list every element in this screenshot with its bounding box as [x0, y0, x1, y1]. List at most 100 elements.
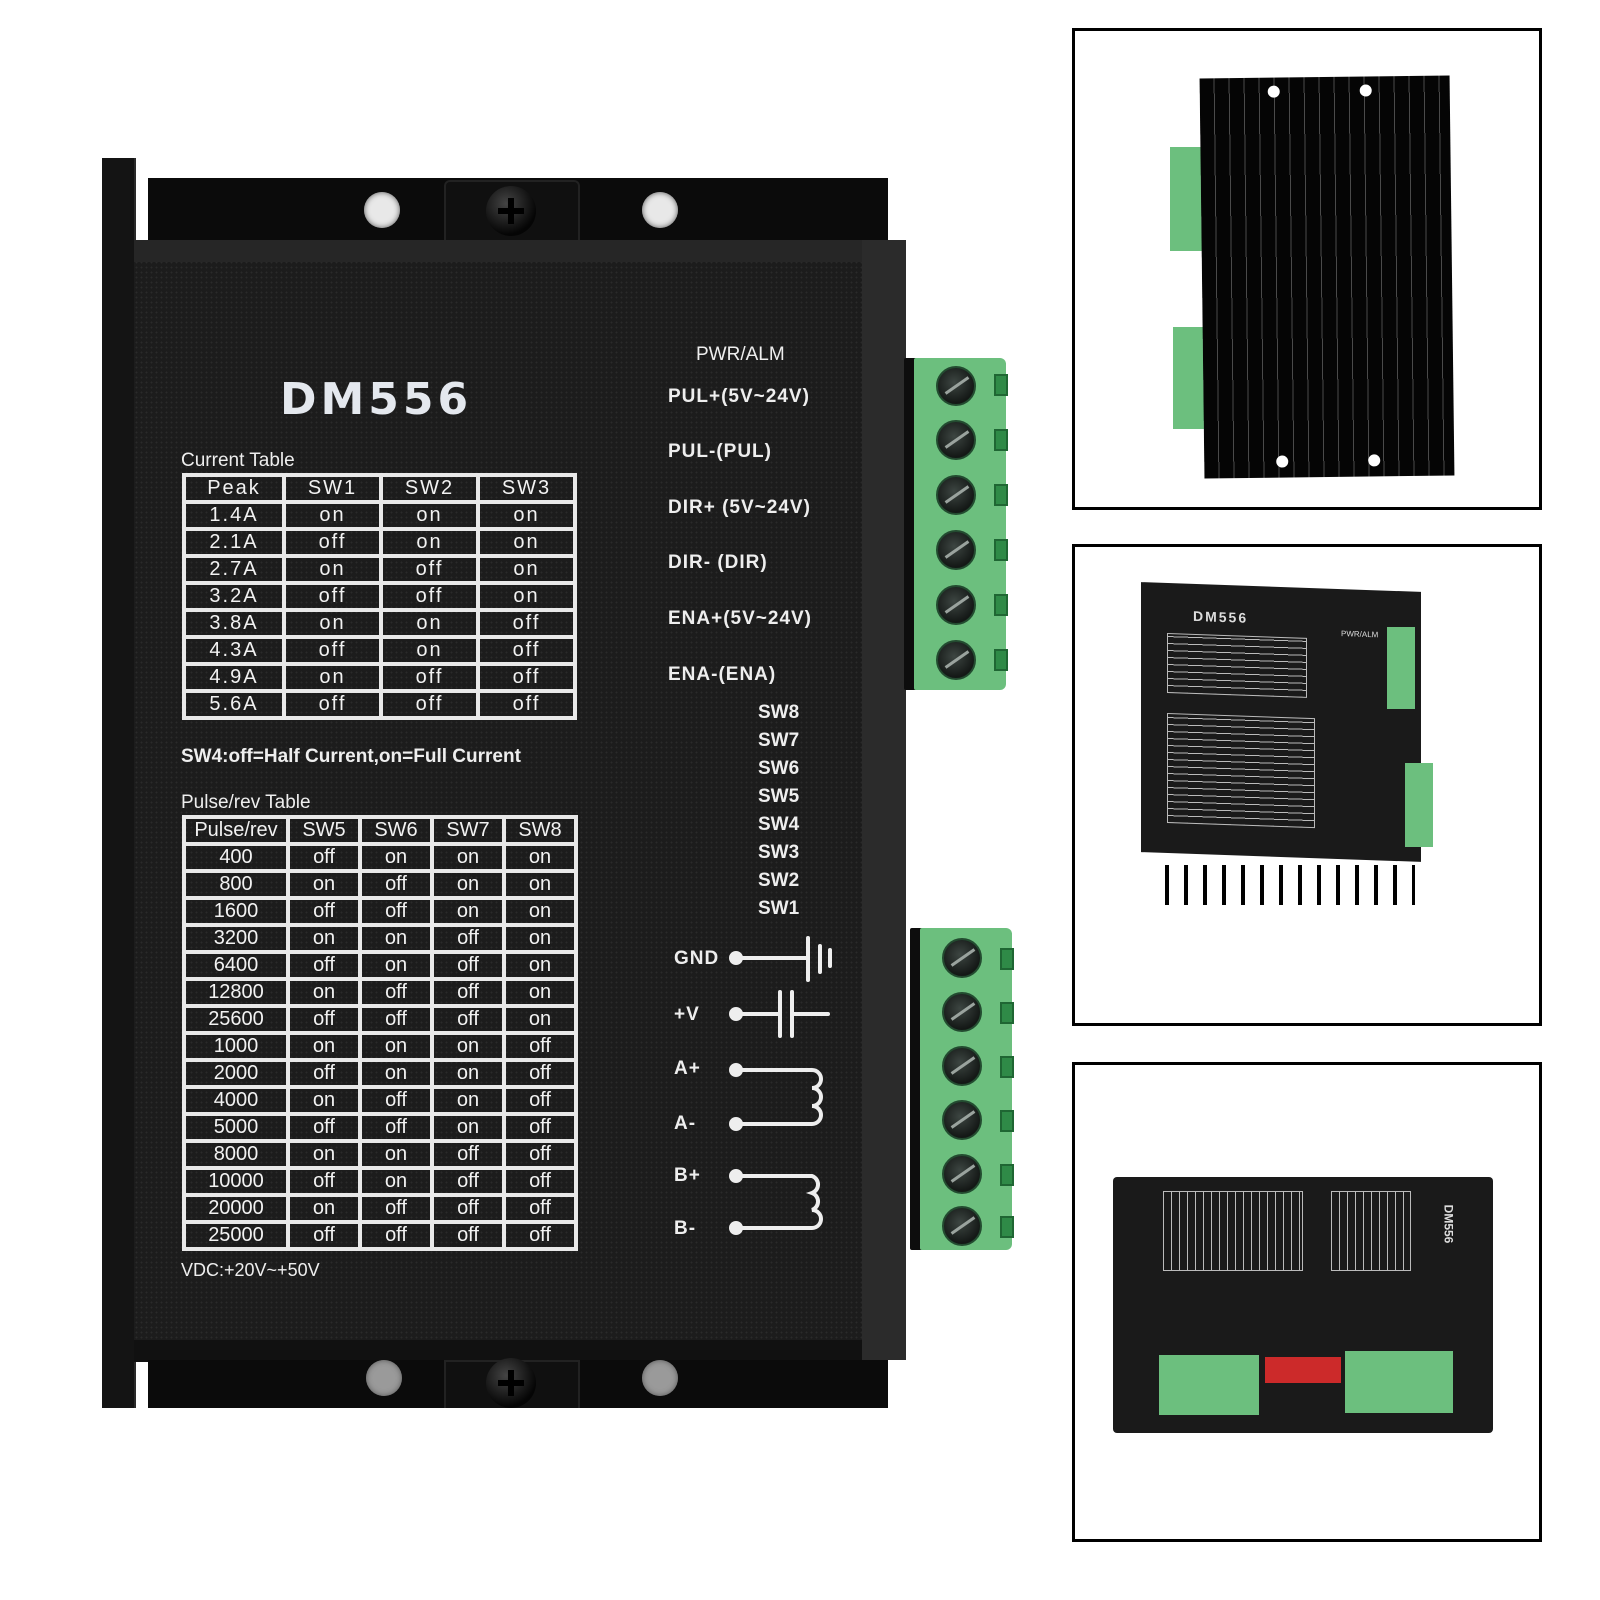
terminal-screw-icon	[936, 585, 976, 625]
driver-face	[134, 240, 886, 1360]
pulse-table-cell: off	[432, 1168, 504, 1195]
current-table-cell: on	[478, 583, 575, 610]
current-table-cell: 3.2A	[184, 583, 284, 610]
pulse-table-cell: on	[504, 952, 576, 979]
pulse-table-cell: on	[288, 871, 360, 898]
mounting-hole	[642, 1360, 678, 1396]
current-table-cell: off	[381, 583, 478, 610]
pulse-table-cell: off	[432, 952, 504, 979]
current-table-cell: off	[478, 637, 575, 664]
current-table-cell: on	[478, 556, 575, 583]
current-table-cell: on	[284, 502, 381, 529]
pulse-table-cell: 2000	[184, 1060, 288, 1087]
signal-terminal-block	[914, 358, 1008, 690]
heatsink-fins	[1199, 75, 1455, 479]
terminal-block-side	[1170, 147, 1204, 251]
pulse-table-header-cell: SW7	[432, 817, 504, 844]
current-table-cell: off	[478, 664, 575, 691]
current-table-cell: on	[284, 556, 381, 583]
pulse-table-cell: on	[288, 925, 360, 952]
current-table-cell: on	[284, 610, 381, 637]
pulse-table-cell: off	[504, 1195, 576, 1222]
pulse-table-cell: off	[360, 898, 432, 925]
terminal-label-pul-plus: PUL+(5V~24V)	[668, 386, 810, 407]
thumbnail-rotated-view[interactable]: DM556	[1072, 1062, 1542, 1542]
pulse-table-cell: on	[432, 871, 504, 898]
wire-slot	[1000, 1216, 1014, 1238]
current-table-header-cell: Peak	[184, 475, 284, 502]
wire-slot	[994, 649, 1008, 671]
terminal-block-side	[1173, 327, 1207, 429]
sw4-note: SW4:off=Half Current,on=Full Current	[181, 746, 521, 767]
ground-icon	[729, 936, 832, 982]
terminal-screw-icon	[936, 530, 976, 570]
terminal-label-a-minus: A-	[674, 1113, 697, 1134]
pulse-table-cell: 6400	[184, 952, 288, 979]
current-table-cell: 3.8A	[184, 610, 284, 637]
current-table-cell: off	[284, 583, 381, 610]
terminal-label-ena-minus: ENA-(ENA)	[668, 664, 777, 685]
wire-slot	[1000, 1056, 1014, 1078]
pulse-table-cell: off	[360, 1195, 432, 1222]
wiring-symbols	[729, 936, 832, 1235]
mini-terminal-block	[1405, 763, 1433, 847]
terminal-screw-icon	[936, 366, 976, 406]
pulse-table-cell: 4000	[184, 1087, 288, 1114]
dip-label-sw6: SW6	[758, 758, 800, 779]
pulse-table-cell: off	[360, 1087, 432, 1114]
wire-slot	[1000, 1164, 1014, 1186]
pulse-table-caption: Pulse/rev Table	[181, 792, 311, 813]
mini-model-title: DM556	[1441, 1204, 1456, 1244]
pulse-table-cell: on	[360, 1060, 432, 1087]
pulse-table-cell: on	[504, 844, 576, 871]
thumbnail-back-view[interactable]	[1072, 28, 1542, 510]
pulse-table-cell: on	[288, 1141, 360, 1168]
pulse-table-cell: 12800	[184, 979, 288, 1006]
mini-current-table	[1331, 1191, 1411, 1271]
pulse-table-cell: on	[504, 925, 576, 952]
terminal-screw-icon	[942, 938, 982, 978]
current-table-cell: off	[381, 556, 478, 583]
current-table-cell: off	[381, 691, 478, 718]
pulse-table-cell: off	[360, 1114, 432, 1141]
pulse-table-cell: on	[360, 1033, 432, 1060]
current-table-cell: on	[478, 502, 575, 529]
pulse-table-cell: on	[288, 979, 360, 1006]
mini-heatsink-fins	[1165, 865, 1415, 905]
pulse-table-cell: on	[432, 844, 504, 871]
pulse-table-cell: off	[504, 1033, 576, 1060]
pulse-table-cell: off	[360, 1006, 432, 1033]
wire-slot	[1000, 1110, 1014, 1132]
current-table-cell: on	[284, 664, 381, 691]
thumbnail-angled-view[interactable]: DM556 PWR/ALM	[1072, 544, 1542, 1026]
wire-slot	[994, 429, 1008, 451]
pulse-table-cell: on	[504, 871, 576, 898]
coil-icon	[729, 1063, 823, 1131]
bottom-mounting-strip	[148, 1358, 888, 1408]
pulse-table-cell: off	[288, 1168, 360, 1195]
current-table-cell: off	[284, 691, 381, 718]
left-mounting-flange	[102, 158, 136, 1408]
dip-switch-block	[1265, 1357, 1341, 1383]
pulse-table-cell: off	[432, 1141, 504, 1168]
pulse-table-cell: on	[432, 898, 504, 925]
coil-icon	[729, 1169, 823, 1235]
pulse-table-cell: 800	[184, 871, 288, 898]
wire-slot	[994, 484, 1008, 506]
wire-slot	[1000, 948, 1014, 970]
mini-signal-terminal-block	[1345, 1351, 1453, 1413]
pulse-table-header-cell: SW5	[288, 817, 360, 844]
wire-slot	[994, 539, 1008, 561]
model-title: DM556	[280, 374, 473, 425]
